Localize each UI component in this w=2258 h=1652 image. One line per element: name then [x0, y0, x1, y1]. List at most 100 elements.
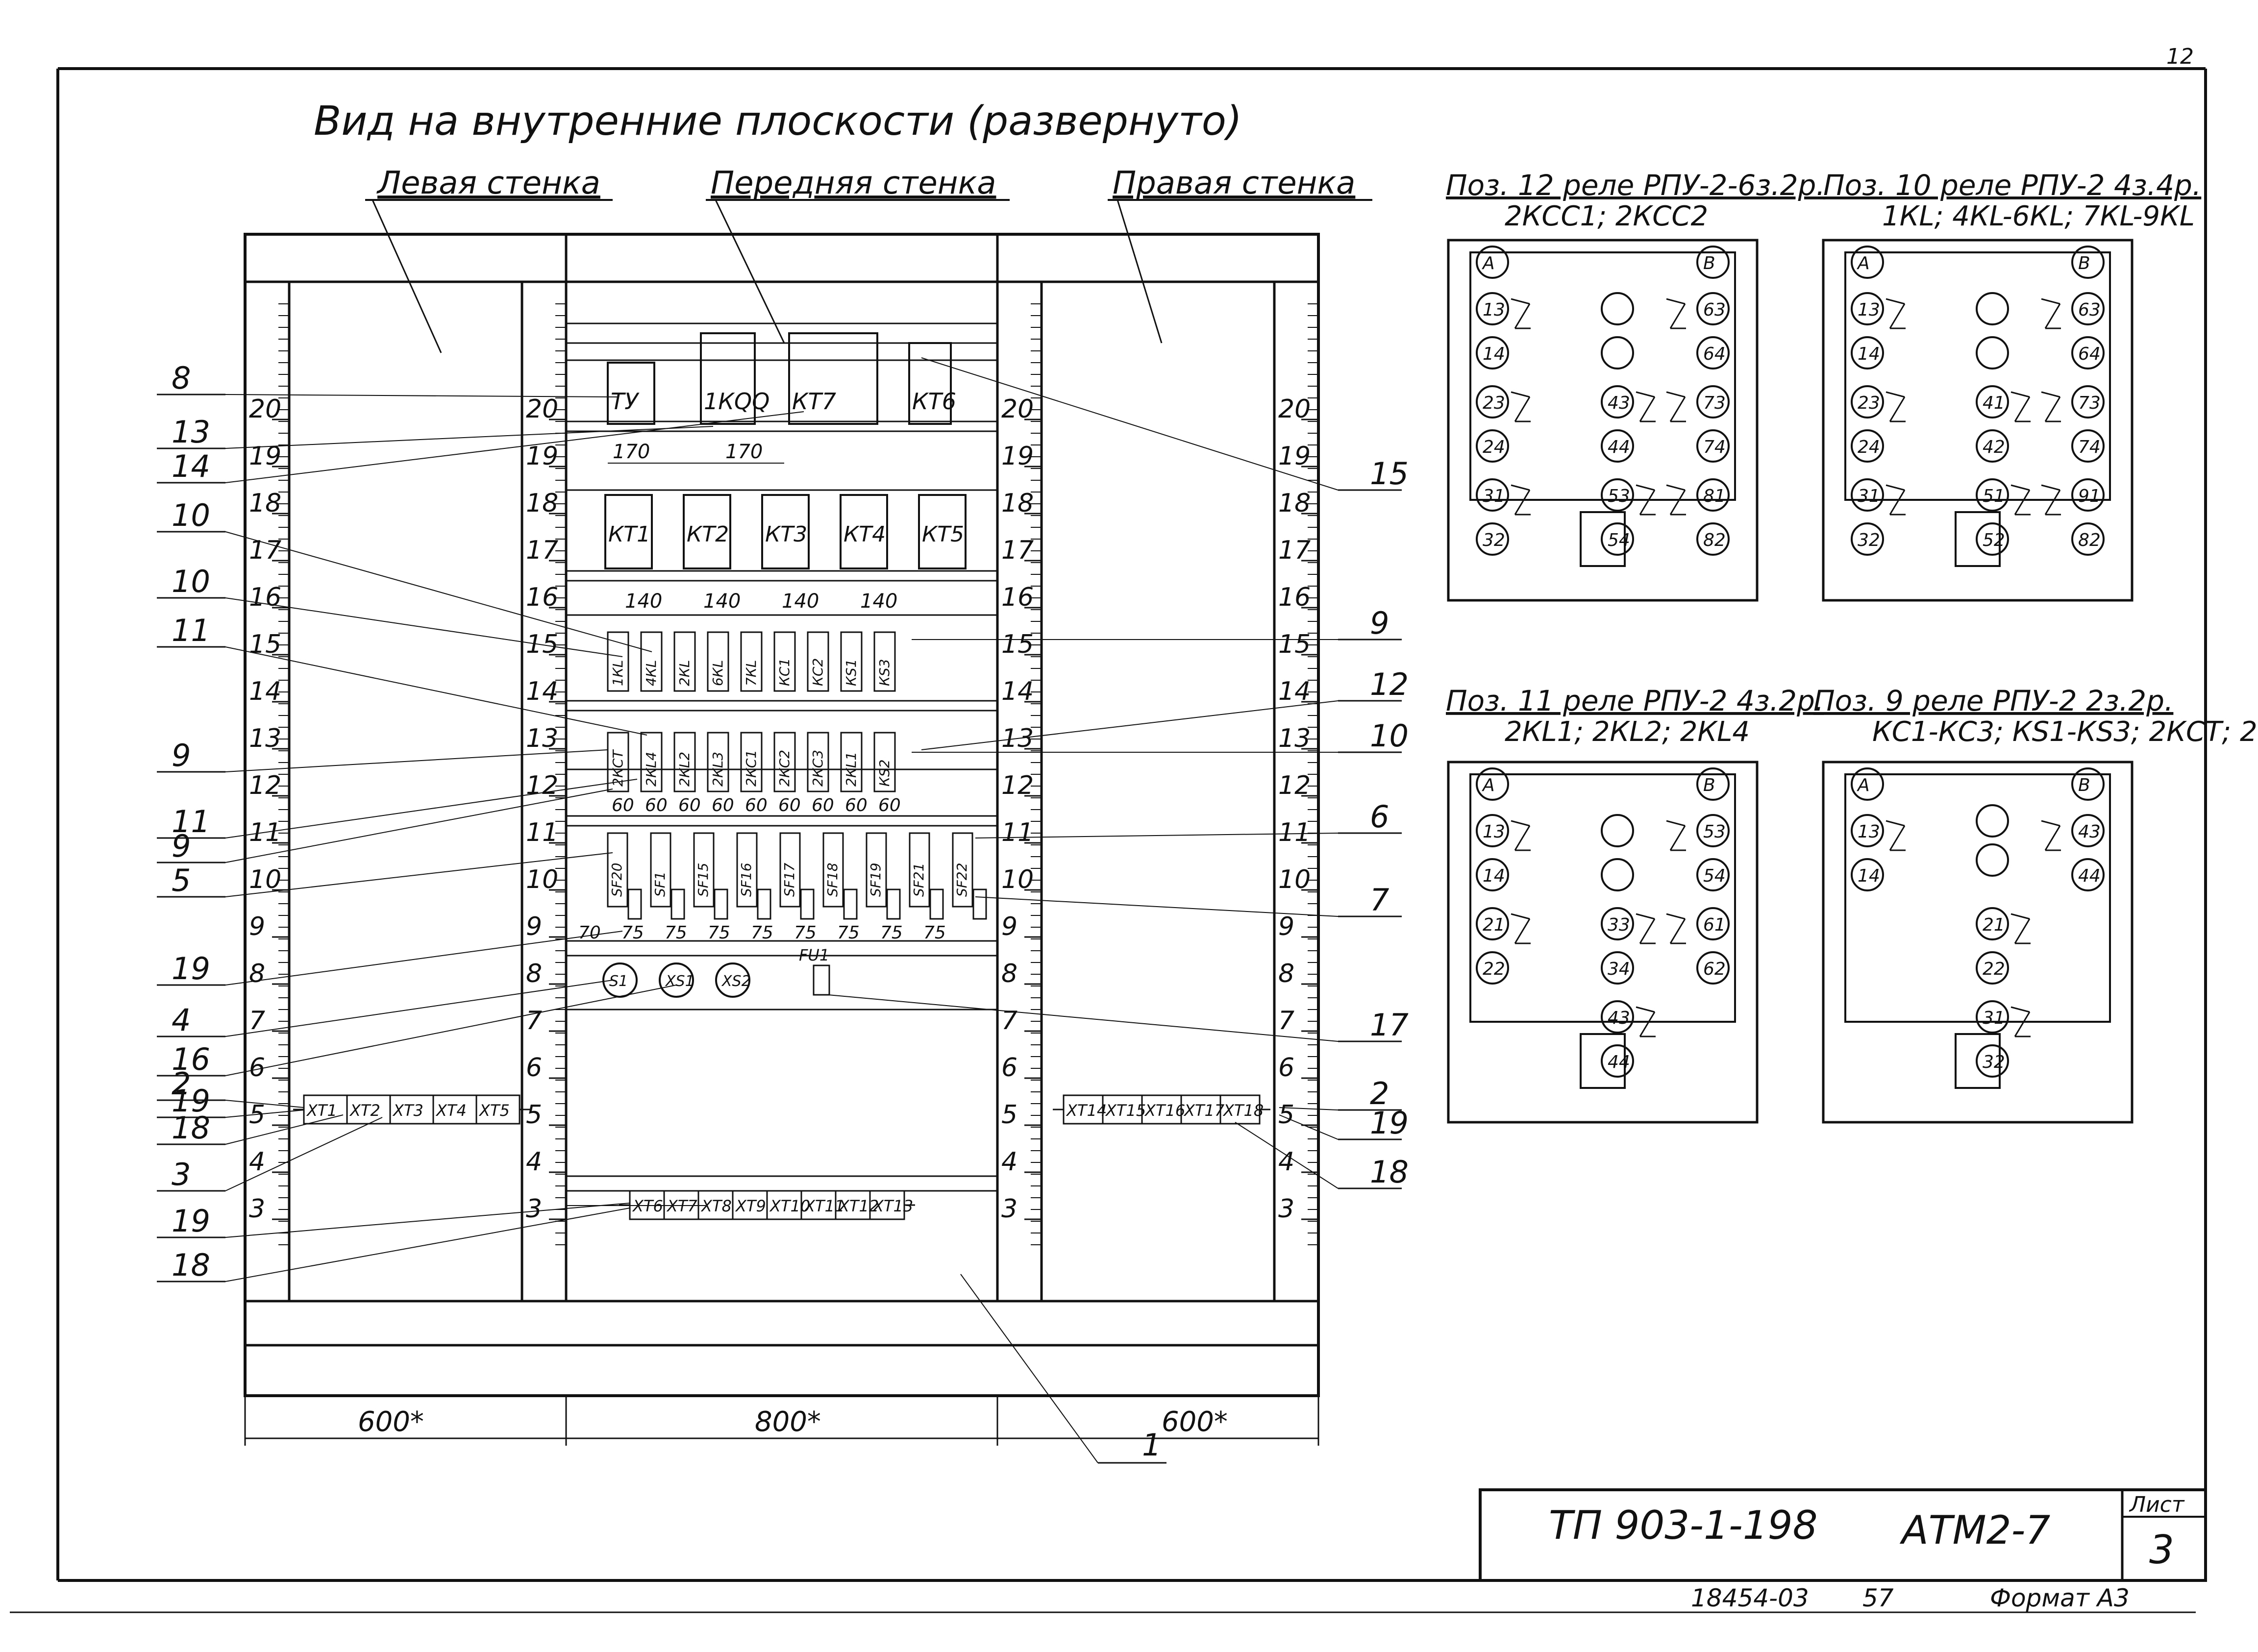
relay-label: 2КС1	[743, 750, 759, 787]
terminal-pin	[1696, 246, 1730, 279]
device-box	[700, 332, 756, 425]
callout-number: 10	[172, 497, 210, 533]
contact-line	[2041, 298, 2060, 305]
terminal-pin	[1851, 478, 1884, 512]
callout-number: 3	[172, 1157, 191, 1192]
contact-line	[1511, 391, 1530, 398]
leader-line	[921, 700, 1339, 750]
pin-label: 41	[1983, 393, 2005, 413]
terminal-pin	[1696, 858, 1730, 891]
terminal-pin	[1851, 767, 1884, 801]
scale-label: 9	[1278, 912, 1294, 941]
leader-line	[975, 896, 1339, 917]
terminal-pin	[1476, 385, 1509, 419]
pin-label: 14	[1483, 344, 1505, 364]
indicator-circle	[1601, 336, 1634, 370]
relay-box	[640, 631, 663, 692]
pin-label: 33	[1608, 915, 1630, 935]
dim-left: 600*	[358, 1406, 424, 1438]
terminal-pin	[1976, 1000, 2009, 1034]
callout-number: 9	[172, 738, 191, 773]
terminal-right-label: ХТ15	[1105, 1101, 1146, 1120]
pin-label: 64	[1703, 344, 1726, 364]
breaker-aux-box	[929, 888, 944, 920]
callout-number: 19	[172, 951, 210, 986]
contact-line	[1636, 913, 1655, 920]
callout-number: 4	[172, 1002, 191, 1038]
terminal-pin	[1601, 429, 1634, 463]
callout-number: 10	[172, 564, 210, 599]
pin-label: 34	[1608, 959, 1630, 979]
scale-label: 16	[1278, 583, 1311, 612]
breaker-label: SF18	[824, 863, 841, 897]
spacing-label: 75	[923, 923, 946, 943]
fuse-label: FU1	[799, 946, 829, 964]
relay-label: КС2	[810, 658, 826, 686]
terminal-pin	[1696, 478, 1730, 512]
terminal-pin	[1976, 429, 2009, 463]
relay-box	[740, 732, 763, 792]
contact-line	[2041, 391, 2060, 398]
contact-line	[1511, 913, 1530, 920]
terminal-right-label: ХТ14	[1066, 1101, 1107, 1120]
leader-line	[921, 357, 1339, 491]
scale-label: 14	[526, 677, 558, 706]
relay-box	[840, 631, 863, 692]
contact-line	[1514, 918, 1531, 944]
leader-line	[1279, 1114, 1339, 1140]
contact-line	[1514, 396, 1531, 422]
scale-rulers: 3456789101112131415161718192034567891011…	[249, 303, 1318, 1245]
scale-label: 15	[1001, 630, 1034, 659]
terminal-pin	[1976, 951, 2009, 985]
contact-line	[2010, 913, 2030, 920]
timer-label: КТ3	[765, 522, 807, 547]
contact-line	[2014, 490, 2031, 515]
breaker-label: SF20	[609, 863, 625, 897]
breaker-aux-box	[972, 888, 987, 920]
scale-label: 20	[1278, 395, 1311, 424]
pin-label: 61	[1703, 915, 1726, 935]
terminal-pin	[1696, 522, 1730, 556]
terminal-pin	[1851, 858, 1884, 891]
relay-label: КS1	[843, 659, 859, 686]
scale-label: 3	[249, 1194, 265, 1224]
terminal-bottom-label: ХТ11	[803, 1197, 844, 1215]
spacing-label: 75	[621, 923, 644, 943]
terminal-pin	[1476, 246, 1509, 279]
scale-label: 13	[249, 724, 281, 753]
terminal-bottom-label: ХТ9	[735, 1197, 766, 1215]
terminal-pin	[1851, 292, 1884, 325]
spacing-label: 70	[578, 923, 601, 943]
scale-label: 8	[1001, 959, 1017, 988]
scale-label: 14	[1278, 677, 1311, 706]
lamp-circle	[715, 962, 750, 998]
scale-label: 16	[526, 583, 558, 612]
lamp-label: S1	[609, 973, 628, 990]
contact-line	[2044, 825, 2061, 851]
scale-label: 3	[1001, 1194, 1017, 1224]
relay-label: 2КL3	[710, 752, 726, 787]
pin-label: 32	[1983, 1052, 2005, 1072]
pin-label: 73	[2078, 393, 2101, 413]
timer-box	[840, 494, 888, 569]
indicator-circle	[1976, 843, 2009, 877]
contact-line	[1666, 391, 1686, 398]
contact-line	[1639, 490, 1656, 515]
scale-label: 18	[1278, 489, 1311, 518]
callout-number: 19	[172, 1083, 210, 1119]
relay-panel-frame	[1822, 761, 2134, 1124]
relay-panel-title: Поз. 10 реле РПУ-2 4з.4р.	[1823, 169, 2201, 202]
pin-label: 44	[1608, 437, 1630, 457]
corner-mark: 12	[2166, 44, 2194, 69]
breaker-label: SF1	[652, 871, 668, 897]
scale-label: 14	[249, 677, 281, 706]
pin-label: A	[1482, 775, 1495, 795]
relay-box	[773, 631, 796, 692]
scale-label: 18	[249, 489, 281, 518]
dimension-line: 600* 800* 600*	[244, 1396, 1319, 1446]
leader-line	[828, 994, 1339, 1042]
label-right-wall: Правая стенка	[1113, 165, 1355, 201]
pin-label: 42	[1983, 437, 2005, 457]
